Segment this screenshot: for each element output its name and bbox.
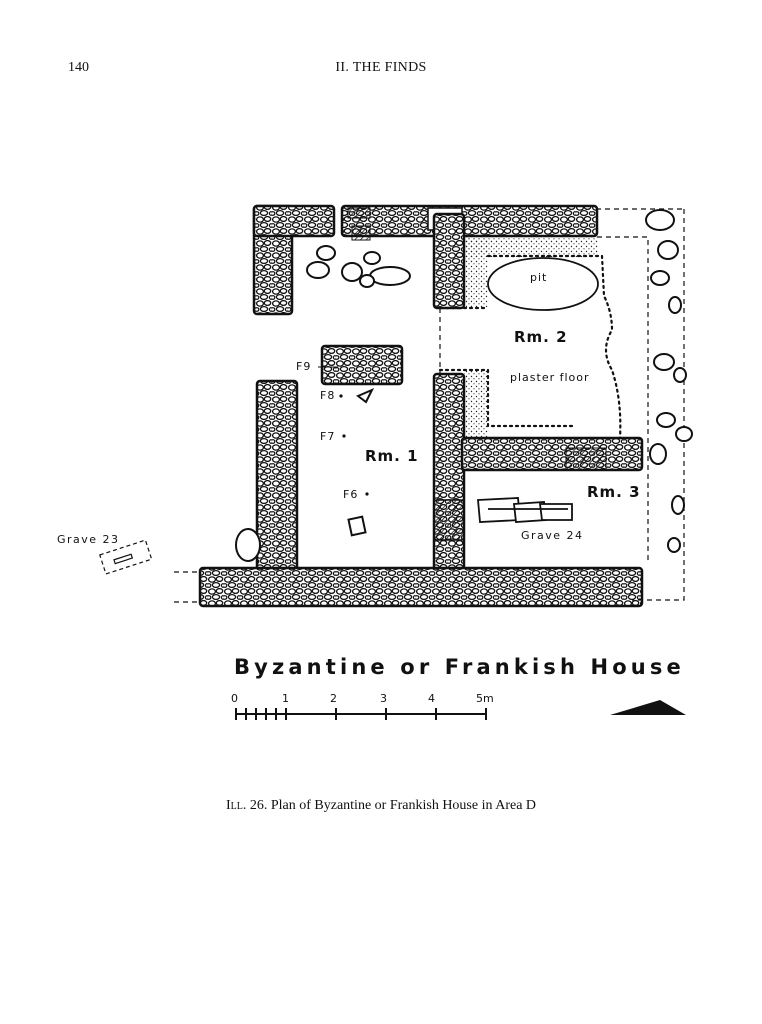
feature-markers — [318, 366, 369, 496]
scale-tick-5: 5m — [476, 692, 494, 705]
label-rm2: Rm. 2 — [514, 328, 568, 346]
page-header: 140 II. THE FINDS — [0, 60, 762, 80]
scale-tick-2: 2 — [330, 692, 337, 705]
label-pit: pit — [530, 271, 547, 284]
label-f7: F7 — [320, 430, 335, 443]
scale-tick-1: 1 — [282, 692, 289, 705]
caption-label: Ill. 26. — [225, 798, 268, 813]
central-wall — [432, 212, 466, 576]
label-f6: F6 — [343, 488, 358, 501]
scale-tick-3: 3 — [380, 692, 387, 705]
room-divider-wall — [460, 436, 644, 472]
north-arrow-icon — [610, 700, 686, 715]
label-rm1: Rm. 1 — [365, 447, 419, 465]
running-title: II. THE FINDS — [335, 60, 427, 75]
south-wall — [198, 566, 644, 608]
room2-floor — [438, 237, 622, 440]
label-grave-24: Grave 24 — [521, 529, 584, 542]
north-wall — [340, 204, 599, 241]
grave-23-outline — [99, 539, 153, 575]
label-rm3: Rm. 3 — [587, 483, 641, 501]
label-plaster-floor: plaster floor — [510, 371, 590, 384]
scale-bar: 0 1 2 3 4 5m — [231, 692, 494, 720]
plan-title: Byzantine or Frankish House — [234, 655, 686, 679]
pit-outline — [487, 257, 599, 311]
east-stones — [645, 209, 693, 553]
label-f8: F8 — [320, 389, 335, 402]
grave-24-outline — [477, 497, 573, 523]
figure-caption: Ill. 26. Plan of Byzantine or Frankish H… — [0, 798, 762, 814]
scale-tick-0: 0 — [231, 692, 238, 705]
feature-f9-wall — [320, 344, 404, 386]
page-number: 140 — [68, 60, 89, 75]
scale-tick-4: 4 — [428, 692, 435, 705]
label-f9: F9 — [296, 360, 311, 373]
caption-text: Plan of Byzantine or Frankish House in A… — [267, 798, 537, 813]
reconstructed-outline — [174, 208, 685, 603]
west-wall — [252, 204, 336, 583]
loose-stones — [235, 245, 411, 562]
label-grave-23: Grave 23 — [57, 533, 120, 546]
